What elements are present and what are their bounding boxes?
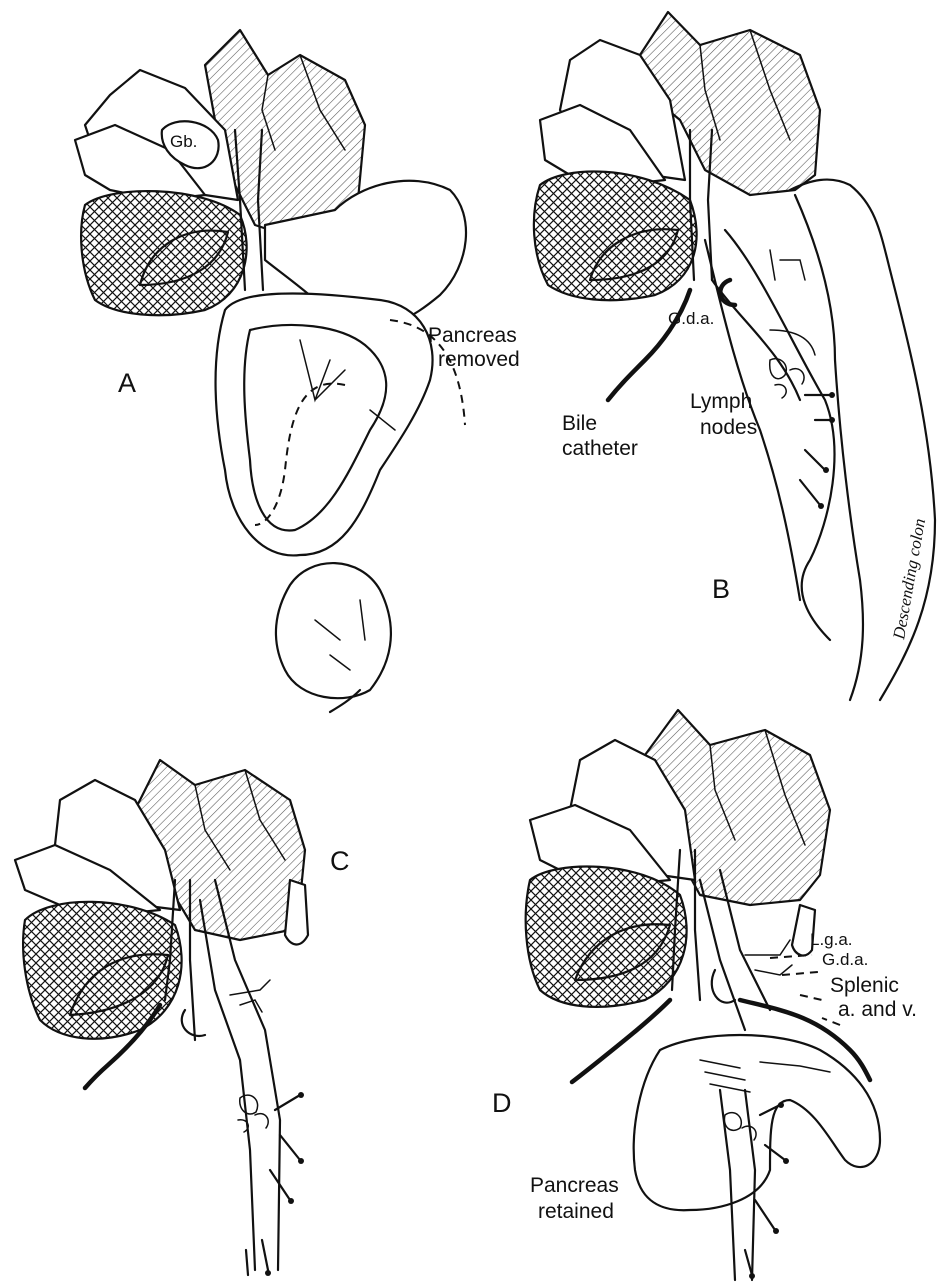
lga-label-d: L.g.a. xyxy=(810,930,853,949)
pancreas-removed-label-line1: Pancreas xyxy=(428,324,517,347)
gda-label-b: G.d.a. xyxy=(668,309,714,328)
panel-b-letter: B xyxy=(712,574,730,604)
kidney-d xyxy=(526,866,687,1006)
kidney-b xyxy=(534,171,697,300)
splenic-label-line1: Splenic xyxy=(830,974,899,997)
liver-b xyxy=(540,12,820,195)
panel-a-letter: A xyxy=(118,368,136,398)
pancreas-removed-label-line2: removed xyxy=(438,348,520,371)
gallbladder-label: Gb. xyxy=(170,132,197,151)
panel-d: D L.g.a. G.d.a. Splenic a. and v. Pancre… xyxy=(492,710,917,1280)
kidney-a xyxy=(81,191,246,315)
panel-b: B G.d.a. Bile catheter Lymph nodes Desce… xyxy=(534,12,935,700)
descending-colon-b xyxy=(790,180,935,700)
pancreas-retained-label-line2: retained xyxy=(538,1200,614,1223)
panel-c-letter: C xyxy=(330,846,350,876)
gda-label-d: G.d.a. xyxy=(822,950,868,969)
bile-catheter-label-line2: catheter xyxy=(562,437,638,460)
kidney-c xyxy=(23,902,181,1039)
descending-colon-label: Descending colon xyxy=(889,517,929,642)
splenic-label-line2: a. and v. xyxy=(838,998,917,1021)
lymph-nodes-label-line2: nodes xyxy=(700,416,757,439)
bile-catheter-b xyxy=(608,290,690,400)
lymph-nodes-b xyxy=(770,359,804,398)
pancreas-retained-label-line1: Pancreas xyxy=(530,1174,619,1197)
lymph-nodes-c xyxy=(238,1095,268,1132)
panel-d-letter: D xyxy=(492,1088,512,1118)
bile-catheter-label-line1: Bile xyxy=(562,412,597,435)
pancreas-d xyxy=(634,1035,880,1210)
lymph-nodes-label-line1: Lymph xyxy=(690,390,752,413)
panel-a: A Gb. Pancreas removed xyxy=(75,30,520,712)
panel-c: C xyxy=(15,760,350,1276)
jejunum-a xyxy=(276,563,391,712)
gda-loop-b xyxy=(720,280,735,305)
